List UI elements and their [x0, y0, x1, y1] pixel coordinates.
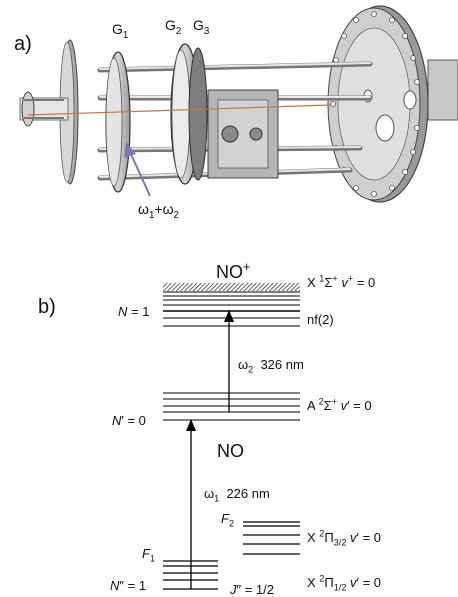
panel-b-label: b) [38, 296, 56, 318]
electrode-g3-label: G3 [193, 17, 210, 37]
laser-arrow-head [124, 142, 136, 158]
laser-beam-axis [27, 104, 331, 116]
molecule-label: NO [217, 441, 244, 461]
n-double-prime-equals-1-label: N″ = 1 [110, 578, 147, 593]
w1-transition-arrow [186, 419, 196, 589]
x-pi-1-2-label: X 2Π1/2 v′ = 0 [307, 573, 382, 593]
front-plate [19, 39, 79, 185]
electrode-g1-label: G1 [112, 21, 129, 41]
electrode-g3-plate [188, 47, 208, 181]
laser-arrow [129, 151, 151, 197]
a-state-levels [163, 392, 300, 421]
rydberg-state-label: nf(2) [307, 312, 334, 327]
flange-bolt-holes [330, 11, 420, 197]
j-label: J″ = 1/2 [230, 582, 274, 597]
electrode-g2-label: G2 [165, 17, 182, 37]
w2-transition-arrow [224, 310, 234, 412]
w2-transition-label: ω2 326 nm [238, 357, 304, 375]
ion-label: NO+ [216, 260, 251, 282]
a-state-label: A 2Σ+ v′ = 0 [307, 396, 372, 413]
ion-continuum-hatch [163, 283, 300, 291]
w1-transition-label: ω1 226 nm [204, 486, 270, 504]
n-equals-1-label: N = 1 [118, 304, 150, 319]
laser-frequency-label: ω1+ω2 [138, 201, 179, 221]
ion-state-label: X 1Σ+ v+ = 0 [307, 273, 376, 290]
panel-a-label: a) [14, 33, 32, 55]
vacuum-flange [327, 5, 458, 203]
x-pi-3-2-label: X 2Π3/2 v′ = 0 [307, 528, 382, 548]
apparatus-drawing [19, 5, 458, 203]
n-prime-equals-0-label: N′ = 0 [112, 413, 146, 428]
f1-label: F1 [142, 546, 156, 564]
x-pi-3-2-levels [243, 521, 300, 555]
mounting-block [207, 89, 279, 179]
f2-label: F2 [221, 511, 235, 529]
electrode-g1-plate [105, 51, 131, 193]
